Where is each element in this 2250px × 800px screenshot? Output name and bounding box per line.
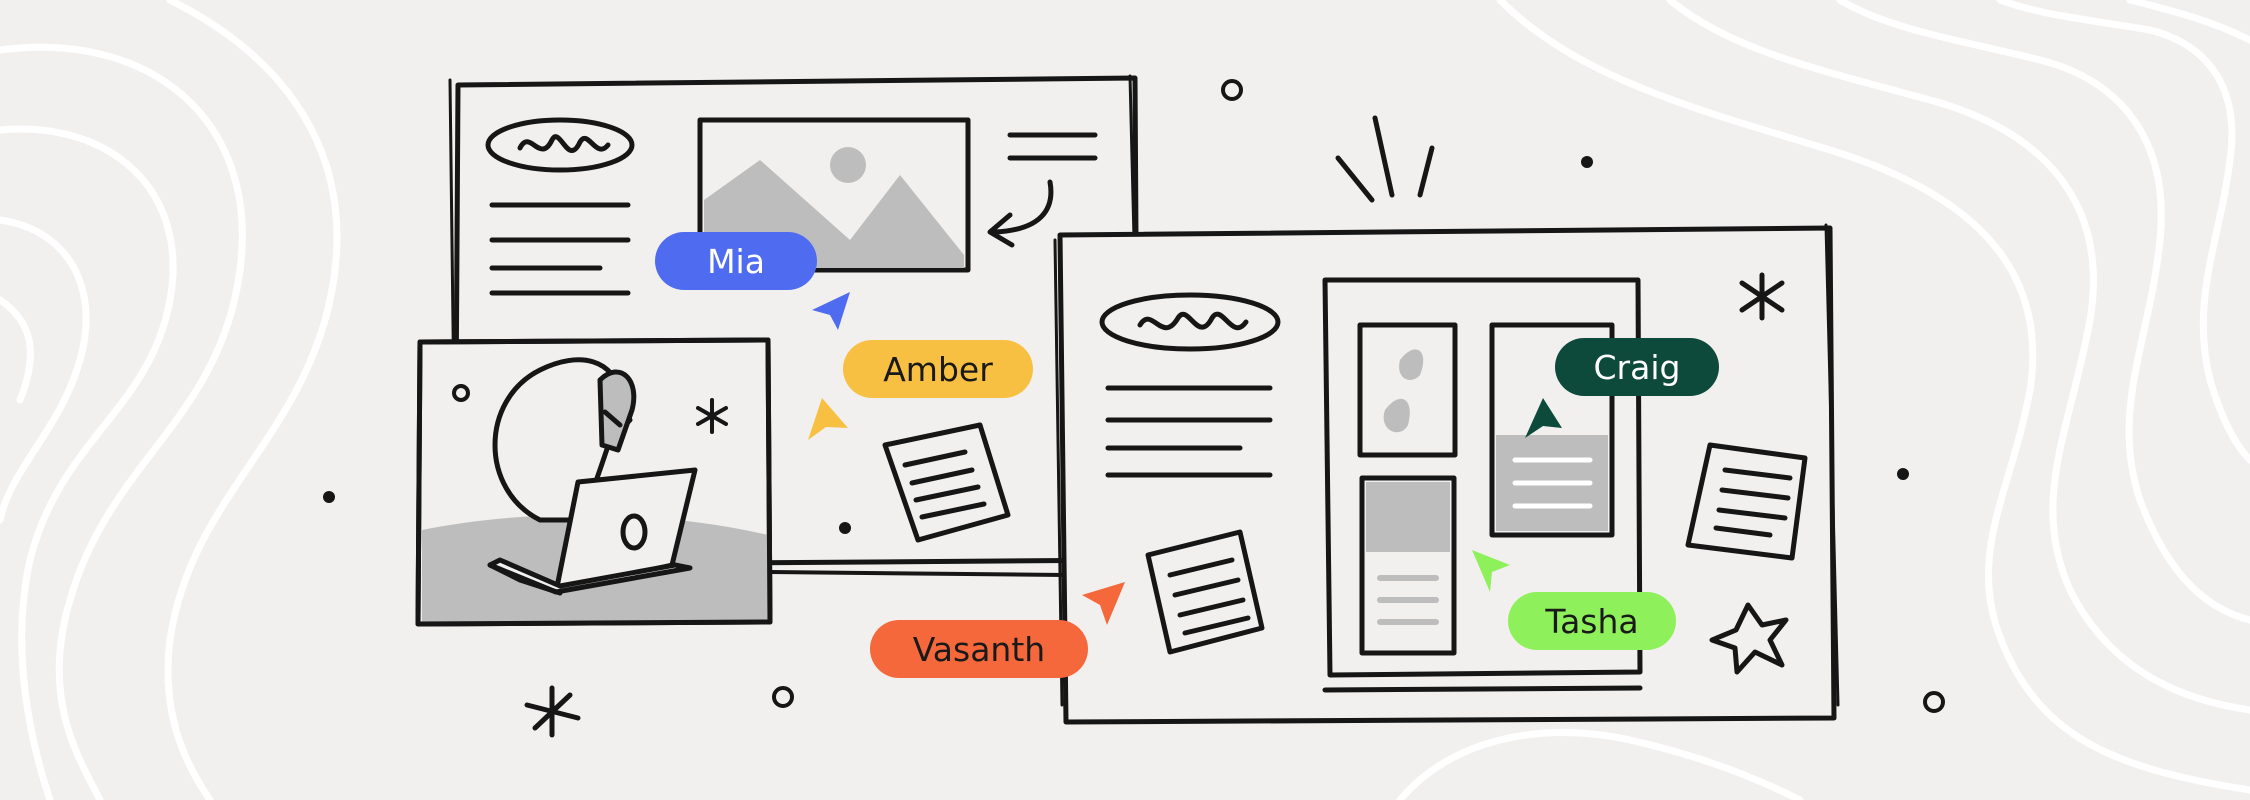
laptop-icon	[487, 467, 698, 596]
asterisk-icon	[524, 685, 581, 738]
asterisk-icon	[1739, 272, 1785, 321]
sticky-note-icon	[1685, 442, 1808, 561]
decorative-points	[323, 156, 1909, 534]
amber-cursor-icon	[808, 398, 848, 440]
mia-cursor-icon	[812, 292, 850, 330]
collaborator-tag-mia: Mia	[655, 232, 817, 290]
vasanth-cursor-icon	[1082, 582, 1125, 625]
tasha-cursor-icon	[1472, 550, 1510, 592]
star-icon	[1709, 602, 1789, 675]
asterisk-icon	[696, 398, 728, 434]
sticky-note-icon	[882, 422, 1011, 543]
collaborator-tag-amber: Amber	[843, 340, 1033, 398]
collaborator-tag-tasha: Tasha	[1508, 592, 1676, 650]
collaborator-tag-craig: Craig	[1555, 338, 1719, 396]
craig-cursor-icon	[1525, 398, 1562, 438]
collaborator-tag-vasanth: Vasanth	[870, 620, 1088, 678]
decorative-dots	[772, 79, 1945, 713]
connector-line	[769, 570, 1066, 577]
video-window	[415, 337, 773, 627]
sticky-note-icon	[1145, 529, 1265, 655]
sparkle-icon	[1335, 115, 1435, 203]
curved-arrow-icon	[987, 179, 1054, 248]
